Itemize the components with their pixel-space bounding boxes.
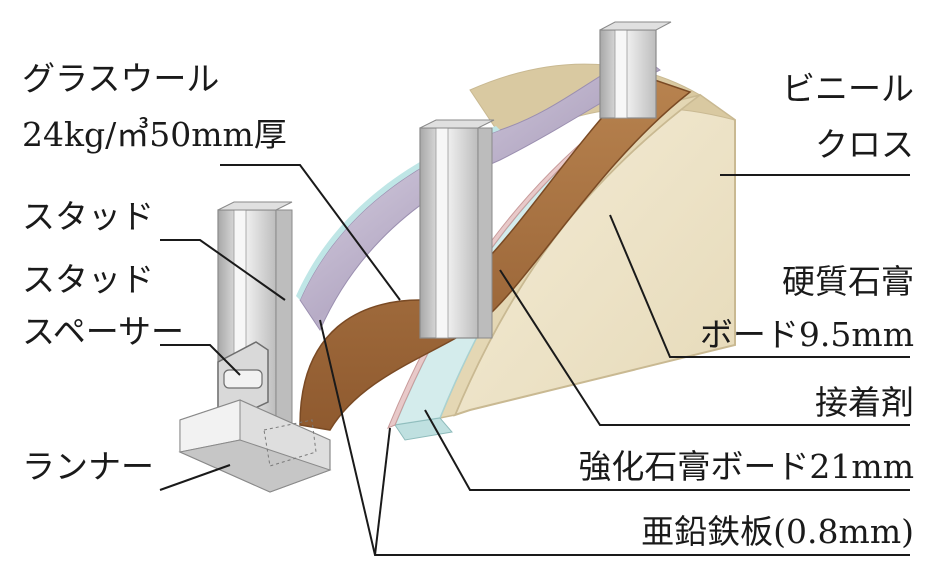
- leader-reinforced-gypsum: [424, 409, 910, 491]
- leader-stud-spacer: [160, 344, 241, 376]
- leader-glasswool: [220, 164, 401, 301]
- label-adhesive: 接着剤: [815, 383, 914, 422]
- stud-spacer: [217, 341, 269, 421]
- leader-adhesive: [499, 269, 910, 426]
- glass-wool-layer: [299, 74, 692, 431]
- leader-runner: [159, 464, 231, 491]
- label-stud-spacer-line1: スタッド: [22, 260, 154, 299]
- label-vinyl-cloth-line2: クロス: [815, 125, 914, 164]
- label-stud-spacer-line2: スペーサー: [22, 312, 185, 351]
- reinforced-gypsum-board-top: [394, 417, 453, 441]
- leader-stud: [160, 239, 286, 301]
- stud-back-right: [599, 21, 672, 119]
- label-galvanized-steel: 亜鉛鉄板(0.8mm): [641, 512, 914, 551]
- stud-back-middle: [419, 119, 495, 339]
- label-hard-gypsum-line2: ボード9.5mm: [699, 315, 914, 354]
- leader-lines: [159, 164, 910, 556]
- label-glasswool-line2: 24kg/㎥50mm厚: [22, 115, 287, 154]
- label-reinforced-gypsum: 強化石膏ボード21mm: [578, 447, 914, 486]
- label-stud: スタッド: [22, 197, 154, 236]
- label-glasswool-line1: グラスウール: [22, 59, 220, 98]
- runner: [178, 399, 332, 493]
- label-hard-gypsum-line1: 硬質石膏: [782, 262, 914, 301]
- leader-galvanized-steel-2: [374, 427, 391, 556]
- leader-hard-gypsum: [609, 214, 910, 358]
- label-vinyl-cloth-line1: ビニール: [782, 69, 914, 108]
- label-runner: ランナー: [22, 447, 154, 486]
